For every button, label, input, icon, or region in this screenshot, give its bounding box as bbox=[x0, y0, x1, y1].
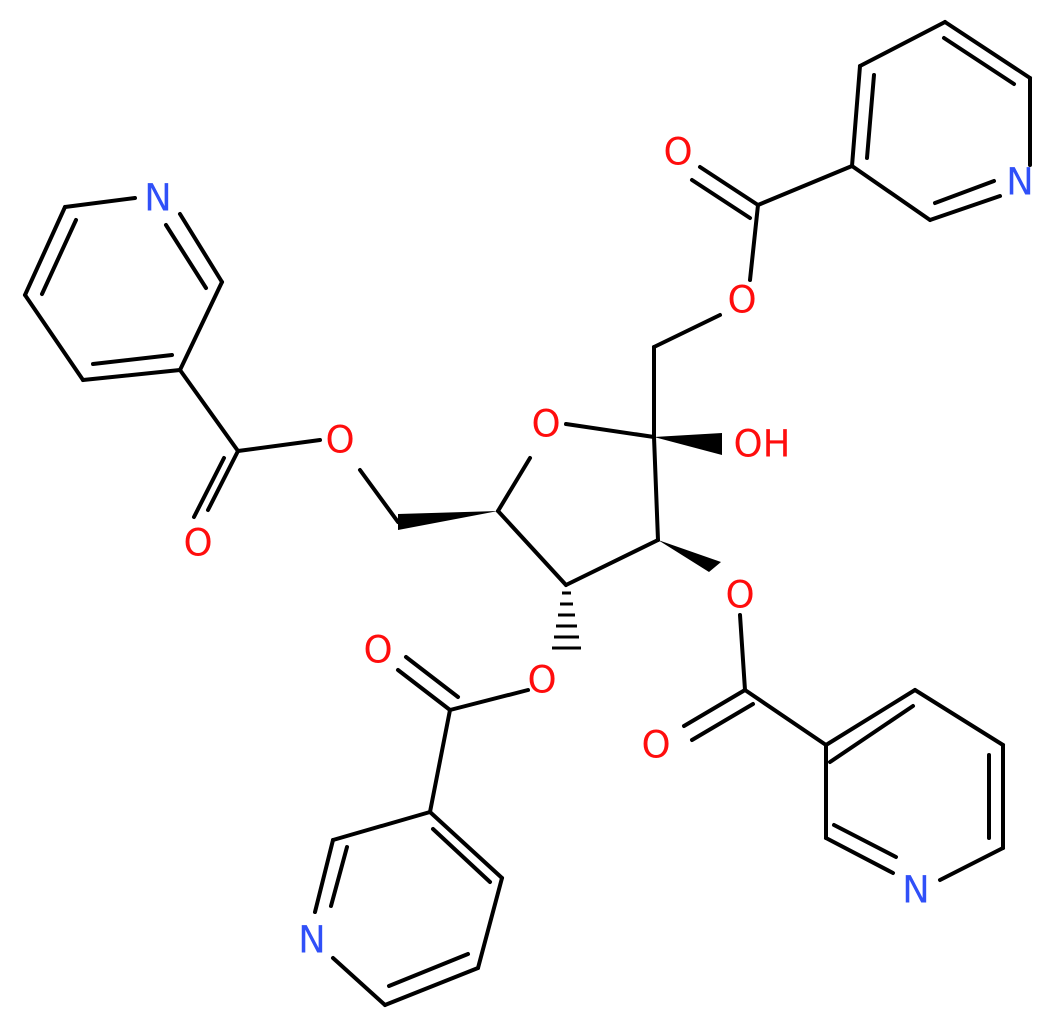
wedge-bond bbox=[658, 540, 721, 572]
bond bbox=[396, 668, 452, 712]
carbonyl-oxygen-label: O bbox=[641, 724, 670, 767]
bond bbox=[448, 688, 530, 712]
bond bbox=[331, 956, 387, 1007]
bond bbox=[431, 827, 492, 884]
bond bbox=[928, 194, 1002, 222]
nitrogen-atom-label: N bbox=[298, 919, 326, 962]
bond bbox=[496, 456, 532, 513]
bond bbox=[858, 20, 947, 68]
bond bbox=[329, 845, 349, 908]
bond bbox=[743, 688, 828, 747]
bond bbox=[564, 422, 656, 439]
bond bbox=[358, 468, 400, 524]
bond bbox=[428, 810, 504, 880]
hydroxyl-label: OH bbox=[734, 423, 791, 466]
ester-oxygen-label: O bbox=[325, 419, 354, 462]
bond bbox=[23, 293, 85, 382]
bond bbox=[943, 20, 1032, 80]
bond bbox=[682, 688, 747, 728]
bond bbox=[832, 823, 898, 859]
bond bbox=[178, 212, 224, 284]
bond bbox=[387, 952, 470, 988]
nitrogen-atom-label: N bbox=[144, 177, 172, 220]
bond bbox=[81, 368, 182, 382]
bond bbox=[938, 846, 1005, 882]
bond bbox=[383, 966, 480, 1007]
hash-bond bbox=[552, 591, 581, 650]
wedge-bond bbox=[398, 511, 498, 530]
bond bbox=[850, 164, 932, 222]
bond bbox=[206, 449, 240, 512]
bond bbox=[236, 438, 322, 453]
atom-labels: N O O N O O OH O O O O O N N bbox=[144, 131, 1034, 962]
bond bbox=[91, 353, 174, 366]
bond bbox=[738, 613, 747, 692]
ester-oxygen-label: O bbox=[727, 279, 756, 322]
bond bbox=[178, 280, 224, 372]
bond bbox=[933, 179, 996, 205]
bond bbox=[428, 708, 452, 814]
bond bbox=[748, 203, 760, 282]
ester-oxygen-label: O bbox=[527, 659, 556, 702]
bond bbox=[850, 64, 862, 168]
nitrogen-atom-label: N bbox=[1006, 161, 1034, 204]
ester-oxygen-label: O bbox=[725, 574, 754, 617]
bond bbox=[192, 456, 226, 519]
bond bbox=[865, 73, 876, 160]
bond bbox=[913, 688, 1005, 747]
bond bbox=[404, 655, 460, 699]
bond bbox=[756, 164, 854, 207]
bond bbox=[652, 435, 660, 542]
bonds bbox=[23, 20, 1032, 1007]
bond bbox=[496, 509, 568, 587]
bond bbox=[690, 702, 755, 742]
bond bbox=[331, 810, 432, 842]
bond bbox=[824, 836, 895, 875]
bond bbox=[828, 704, 915, 764]
bond bbox=[476, 876, 504, 970]
ring-oxygen-label: O bbox=[531, 403, 560, 446]
carbonyl-oxygen-label: O bbox=[663, 131, 692, 174]
carbonyl-oxygen-label: O bbox=[183, 522, 212, 565]
bond bbox=[178, 368, 240, 453]
carbonyl-oxygen-label: O bbox=[363, 629, 392, 672]
bond bbox=[40, 218, 78, 296]
bond bbox=[23, 205, 67, 297]
bond bbox=[63, 196, 137, 209]
bond bbox=[690, 178, 752, 220]
nitrogen-atom-label: N bbox=[902, 869, 930, 912]
bond bbox=[313, 838, 335, 914]
bond bbox=[698, 165, 760, 207]
stereo-bonds bbox=[398, 433, 722, 650]
bond bbox=[564, 538, 660, 587]
wedge-bond bbox=[654, 433, 722, 455]
bond bbox=[824, 688, 917, 747]
bond bbox=[652, 313, 722, 349]
bond bbox=[942, 36, 1016, 86]
bond bbox=[164, 223, 208, 290]
